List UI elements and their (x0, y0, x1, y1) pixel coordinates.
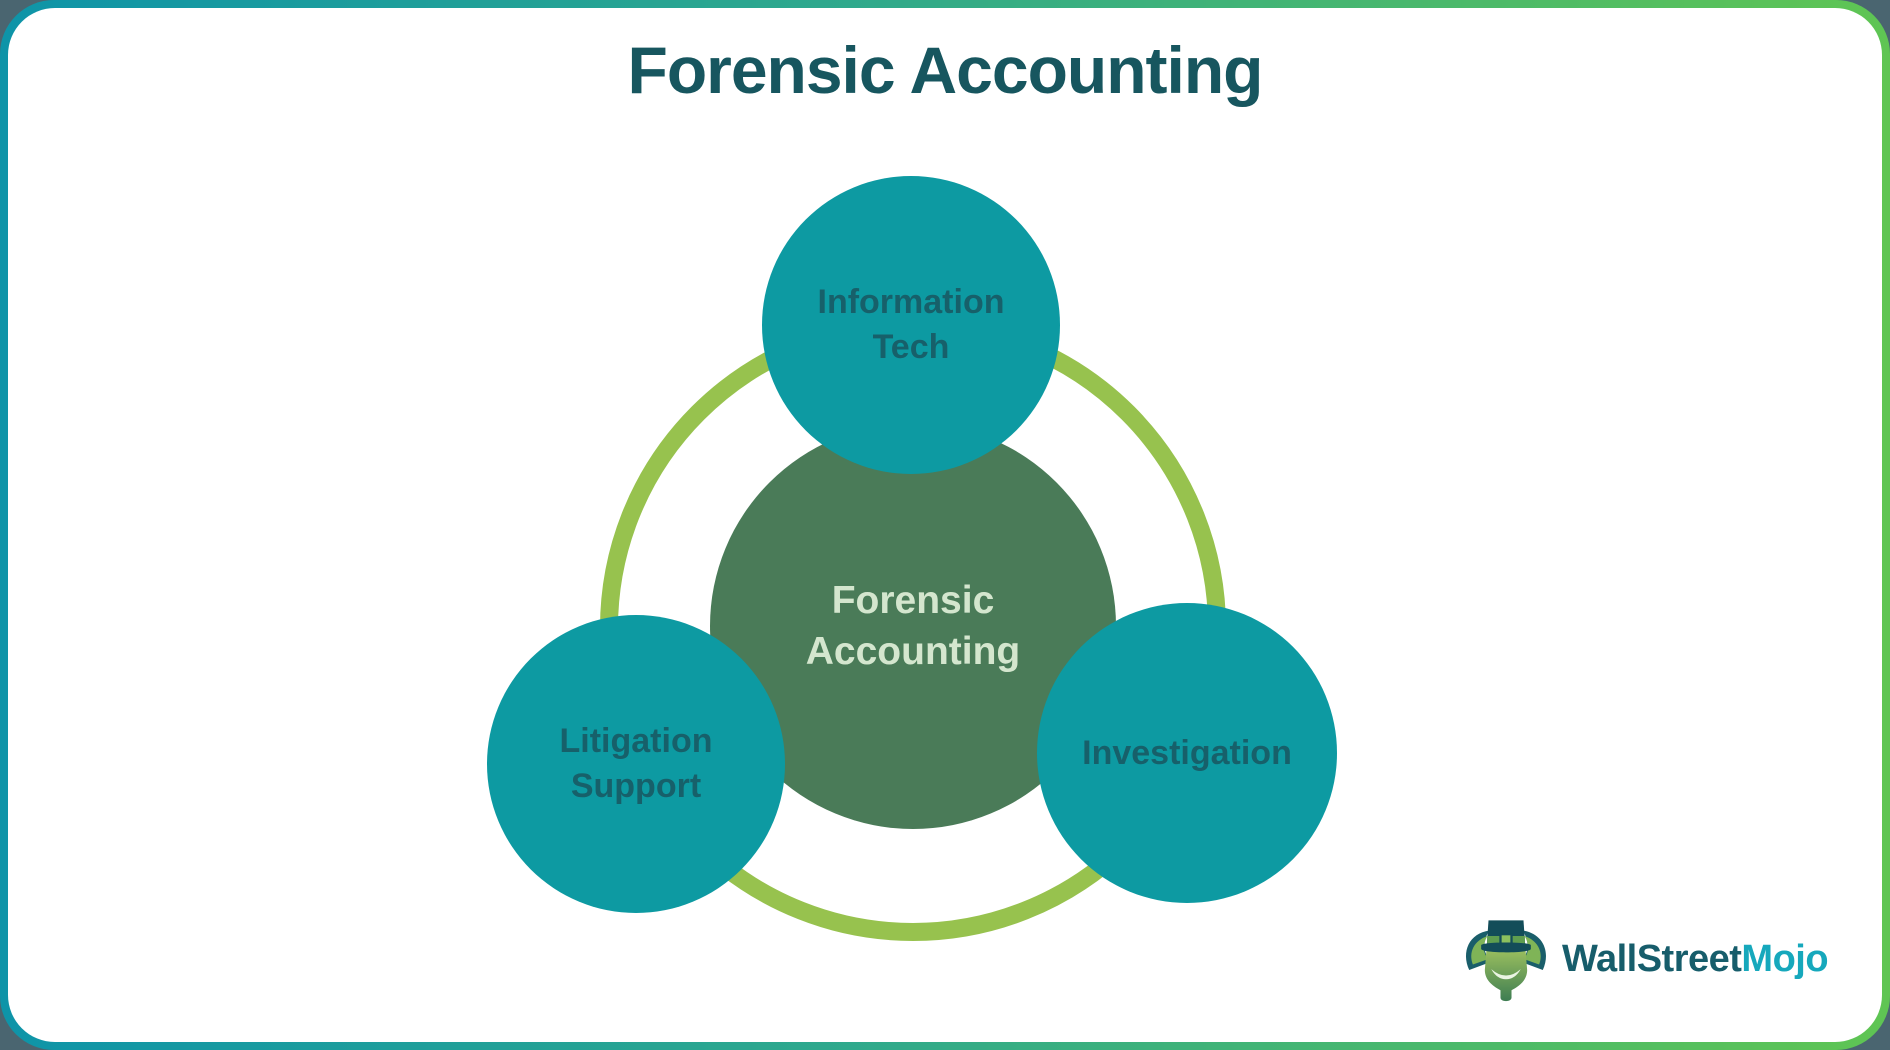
logo-text-mojo: Mojo (1741, 937, 1829, 980)
node-investigation: Investigation (1037, 603, 1337, 903)
node-information-tech: Information Tech (762, 176, 1060, 474)
wallstreetmojo-logo: WallStreetMojo (1460, 913, 1829, 1005)
center-node-label: Forensic Accounting (805, 578, 1021, 673)
logo-text: WallStreetMojo (1562, 937, 1829, 981)
node-label: Investigation (1082, 733, 1292, 772)
logo-text-wallstreet: WallStreet (1562, 937, 1742, 980)
node-litigation-support: Litigation Support (487, 615, 785, 913)
card: Forensic Accounting Information Tech Lit… (8, 8, 1882, 1042)
node-label: Litigation Support (559, 722, 713, 805)
bull-mascot-icon (1466, 920, 1546, 1002)
forensic-accounting-diagram: Information Tech Litigation Support Inve… (8, 8, 1882, 1042)
page-title: Forensic Accounting (627, 33, 1264, 107)
node-label: Information Tech (817, 283, 1005, 366)
